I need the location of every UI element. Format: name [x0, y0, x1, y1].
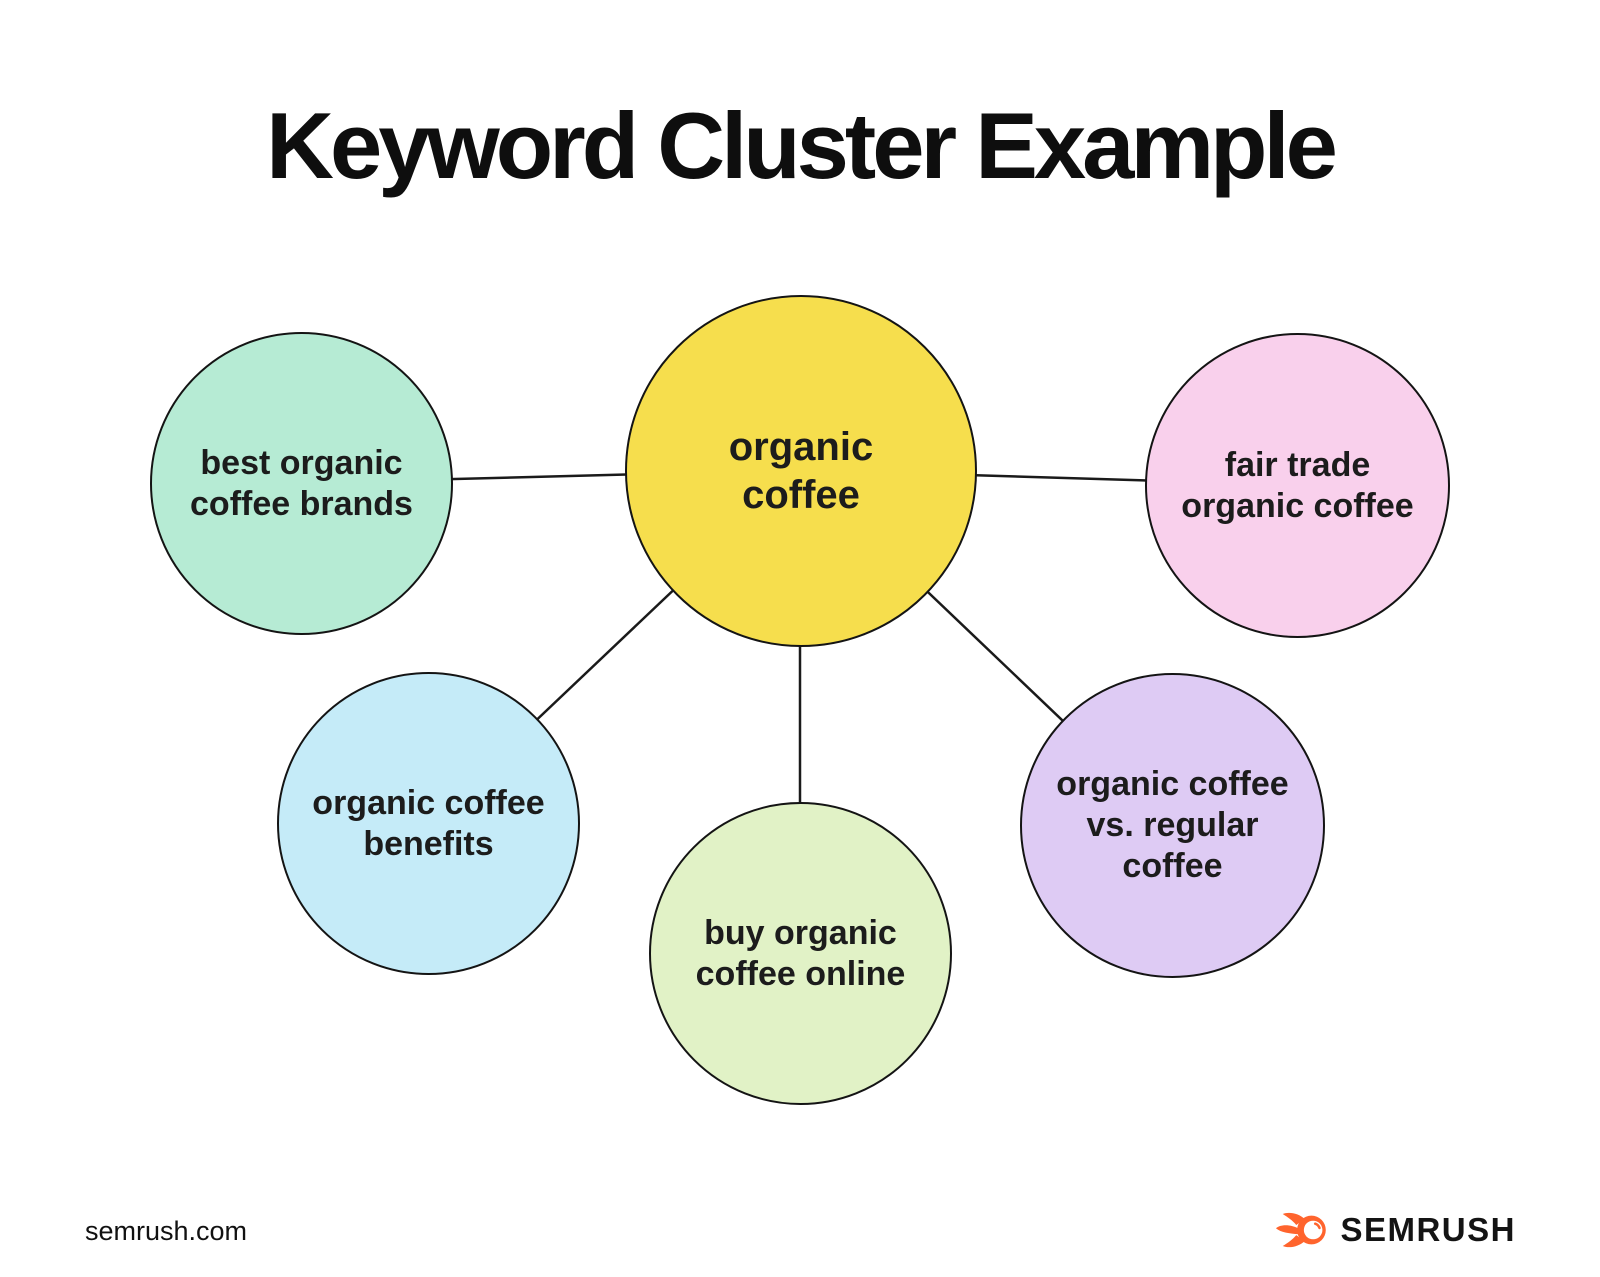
node-best-organic-coffee-brands: best organic coffee brands [150, 332, 453, 635]
node-fair-trade-organic-coffee-label: fair trade organic coffee [1181, 445, 1414, 525]
node-organic-coffee: organic coffee [625, 295, 977, 647]
node-organic-coffee-benefits: organic coffee benefits [277, 672, 580, 975]
node-buy-organic-coffee-online-label: buy organic coffee online [695, 913, 906, 993]
semrush-logo: SEMRUSH [1276, 1209, 1516, 1251]
node-organic-coffee-vs-regular-coffee-label: organic coffee vs. regular coffee [1056, 765, 1289, 885]
semrush-wordmark: SEMRUSH [1340, 1211, 1516, 1248]
node-organic-coffee-label: organic coffee [728, 425, 874, 517]
node-fair-trade-organic-coffee: fair trade organic coffee [1145, 333, 1450, 638]
node-buy-organic-coffee-online: buy organic coffee online [649, 802, 952, 1105]
node-organic-coffee-vs-regular-coffee: organic coffee vs. regular coffee [1020, 673, 1325, 978]
source-url: semrush.com [85, 1216, 248, 1246]
node-organic-coffee-benefits-label: organic coffee benefits [312, 783, 545, 863]
semrush-flame-icon [1276, 1212, 1327, 1248]
node-best-organic-coffee-brands-label: best organic coffee brands [190, 443, 413, 523]
page-title: Keyword Cluster Example [266, 93, 1338, 198]
